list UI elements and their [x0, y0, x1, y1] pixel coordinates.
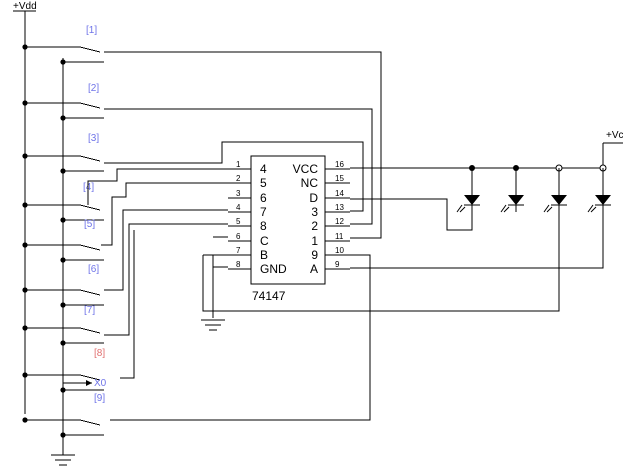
chip-pin-number: 14: [335, 189, 344, 198]
junction-dot: [22, 242, 28, 248]
switch-blade[interactable]: [79, 327, 101, 334]
junction-dot: [60, 257, 66, 263]
switch-8[interactable]: [8]: [22, 348, 105, 393]
ground-symbol-chip: [201, 319, 225, 331]
chip-pin-number: 13: [335, 203, 344, 212]
chip-pin-number: 3: [236, 189, 241, 198]
switch-label: [9]: [94, 393, 105, 404]
junction-dot: [22, 44, 28, 50]
chip-pin-number: 4: [236, 203, 241, 212]
switch-label: [4]: [83, 182, 94, 193]
junction-dot: [22, 287, 28, 293]
switch-label: [7]: [84, 305, 95, 316]
chip-pin-number: 10: [335, 246, 344, 255]
junction-dot: [60, 59, 66, 65]
junction-dot: [60, 115, 66, 121]
switch-1[interactable]: [1]: [22, 25, 104, 65]
switch-label: [2]: [88, 83, 99, 94]
chip-pin-number: 6: [236, 232, 241, 241]
vdd-label: +Vdd: [13, 1, 37, 12]
switch-4[interactable]: [4]: [22, 182, 104, 223]
chip-pin-label: 6: [260, 191, 267, 205]
switch-label: [6]: [88, 264, 99, 275]
junction-dot: [60, 217, 66, 223]
chip-pin-label: 9: [311, 248, 318, 262]
chip-pin-label: B: [260, 248, 268, 262]
chip-pin-label: 1: [311, 234, 318, 248]
switch-label: [3]: [88, 133, 99, 144]
chip-pin-label: 7: [260, 205, 267, 219]
junction-dot: [60, 432, 66, 438]
chip-pin-number: 5: [236, 217, 241, 226]
switch-9[interactable]: [9]: [22, 393, 105, 438]
input-wires: [87, 51, 382, 421]
junction-dot: [60, 302, 66, 308]
switch-blade[interactable]: [79, 46, 101, 53]
chip-pin-label: C: [260, 234, 269, 248]
switch-6[interactable]: [6]: [22, 264, 104, 308]
junction-dot: [22, 372, 28, 378]
junction-dot: [60, 168, 66, 174]
switch-5[interactable]: [5]: [22, 219, 104, 263]
switch-blade[interactable]: [79, 244, 101, 251]
junction-dot: [22, 417, 28, 423]
chip-pin-number: 1: [236, 160, 241, 169]
switch-7[interactable]: [7]: [22, 305, 104, 346]
junction-dot: [60, 340, 66, 346]
chip-pin-label: A: [310, 262, 318, 276]
chip-pin-label: VCC: [293, 162, 319, 176]
chip-pin-number: 16: [335, 160, 344, 169]
chip-pin-label: 2: [311, 219, 318, 233]
chip-pin-label: NC: [301, 176, 319, 190]
chip-pin-label: 3: [311, 205, 318, 219]
vcc-rail: +Vc: [350, 130, 623, 170]
led-2: [500, 165, 524, 213]
chip-pin-number: 2: [236, 174, 241, 183]
switch-blade[interactable]: [79, 374, 101, 381]
chip-pin-label: 5: [260, 176, 267, 190]
switch-2[interactable]: [2]: [22, 83, 104, 121]
switch-3[interactable]: [3]: [22, 133, 104, 174]
switch-label: [1]: [86, 25, 97, 36]
chip-pin-number: 9: [335, 260, 340, 269]
chip-pin-number: 8: [236, 260, 241, 269]
ground-symbol-bottom: [51, 454, 75, 466]
chip-body: [250, 155, 326, 285]
junction-dot: [22, 325, 28, 331]
junction-dot: [60, 387, 66, 393]
switch-blade[interactable]: [79, 102, 101, 109]
switch-group: [1] [2] [3] [4] [5] [6] [7] [8] [9] X0: [22, 25, 107, 438]
vcc-label: +Vc: [606, 130, 623, 141]
switch-label: [8]: [94, 348, 105, 359]
junction-dot: [22, 202, 28, 208]
junction-dot: [22, 153, 28, 159]
chip-pin-label: D: [309, 191, 318, 205]
chip-pin-number: 12: [335, 217, 344, 226]
junction-dot: [22, 100, 28, 106]
chip-pin-label: GND: [260, 262, 287, 276]
switch-label: [5]: [84, 219, 95, 230]
switch-blade[interactable]: [79, 155, 101, 162]
node-x0-label: X0: [94, 378, 107, 389]
output-wires: [202, 198, 604, 312]
led-1: [456, 165, 480, 213]
chip-pin-number: 15: [335, 174, 344, 183]
chip-name: 74147: [252, 289, 286, 303]
switch-blade[interactable]: [79, 419, 101, 426]
chip-pin-number: 7: [236, 246, 241, 255]
chip-pin-label: 8: [260, 219, 267, 233]
chip-pin-number: 11: [335, 232, 344, 241]
led-array: [456, 164, 611, 213]
led-4: [587, 164, 611, 213]
switch-blade[interactable]: [79, 289, 101, 296]
switch-blade[interactable]: [79, 204, 101, 211]
chip-pin-label: 4: [260, 162, 267, 176]
led-3: [543, 164, 567, 213]
